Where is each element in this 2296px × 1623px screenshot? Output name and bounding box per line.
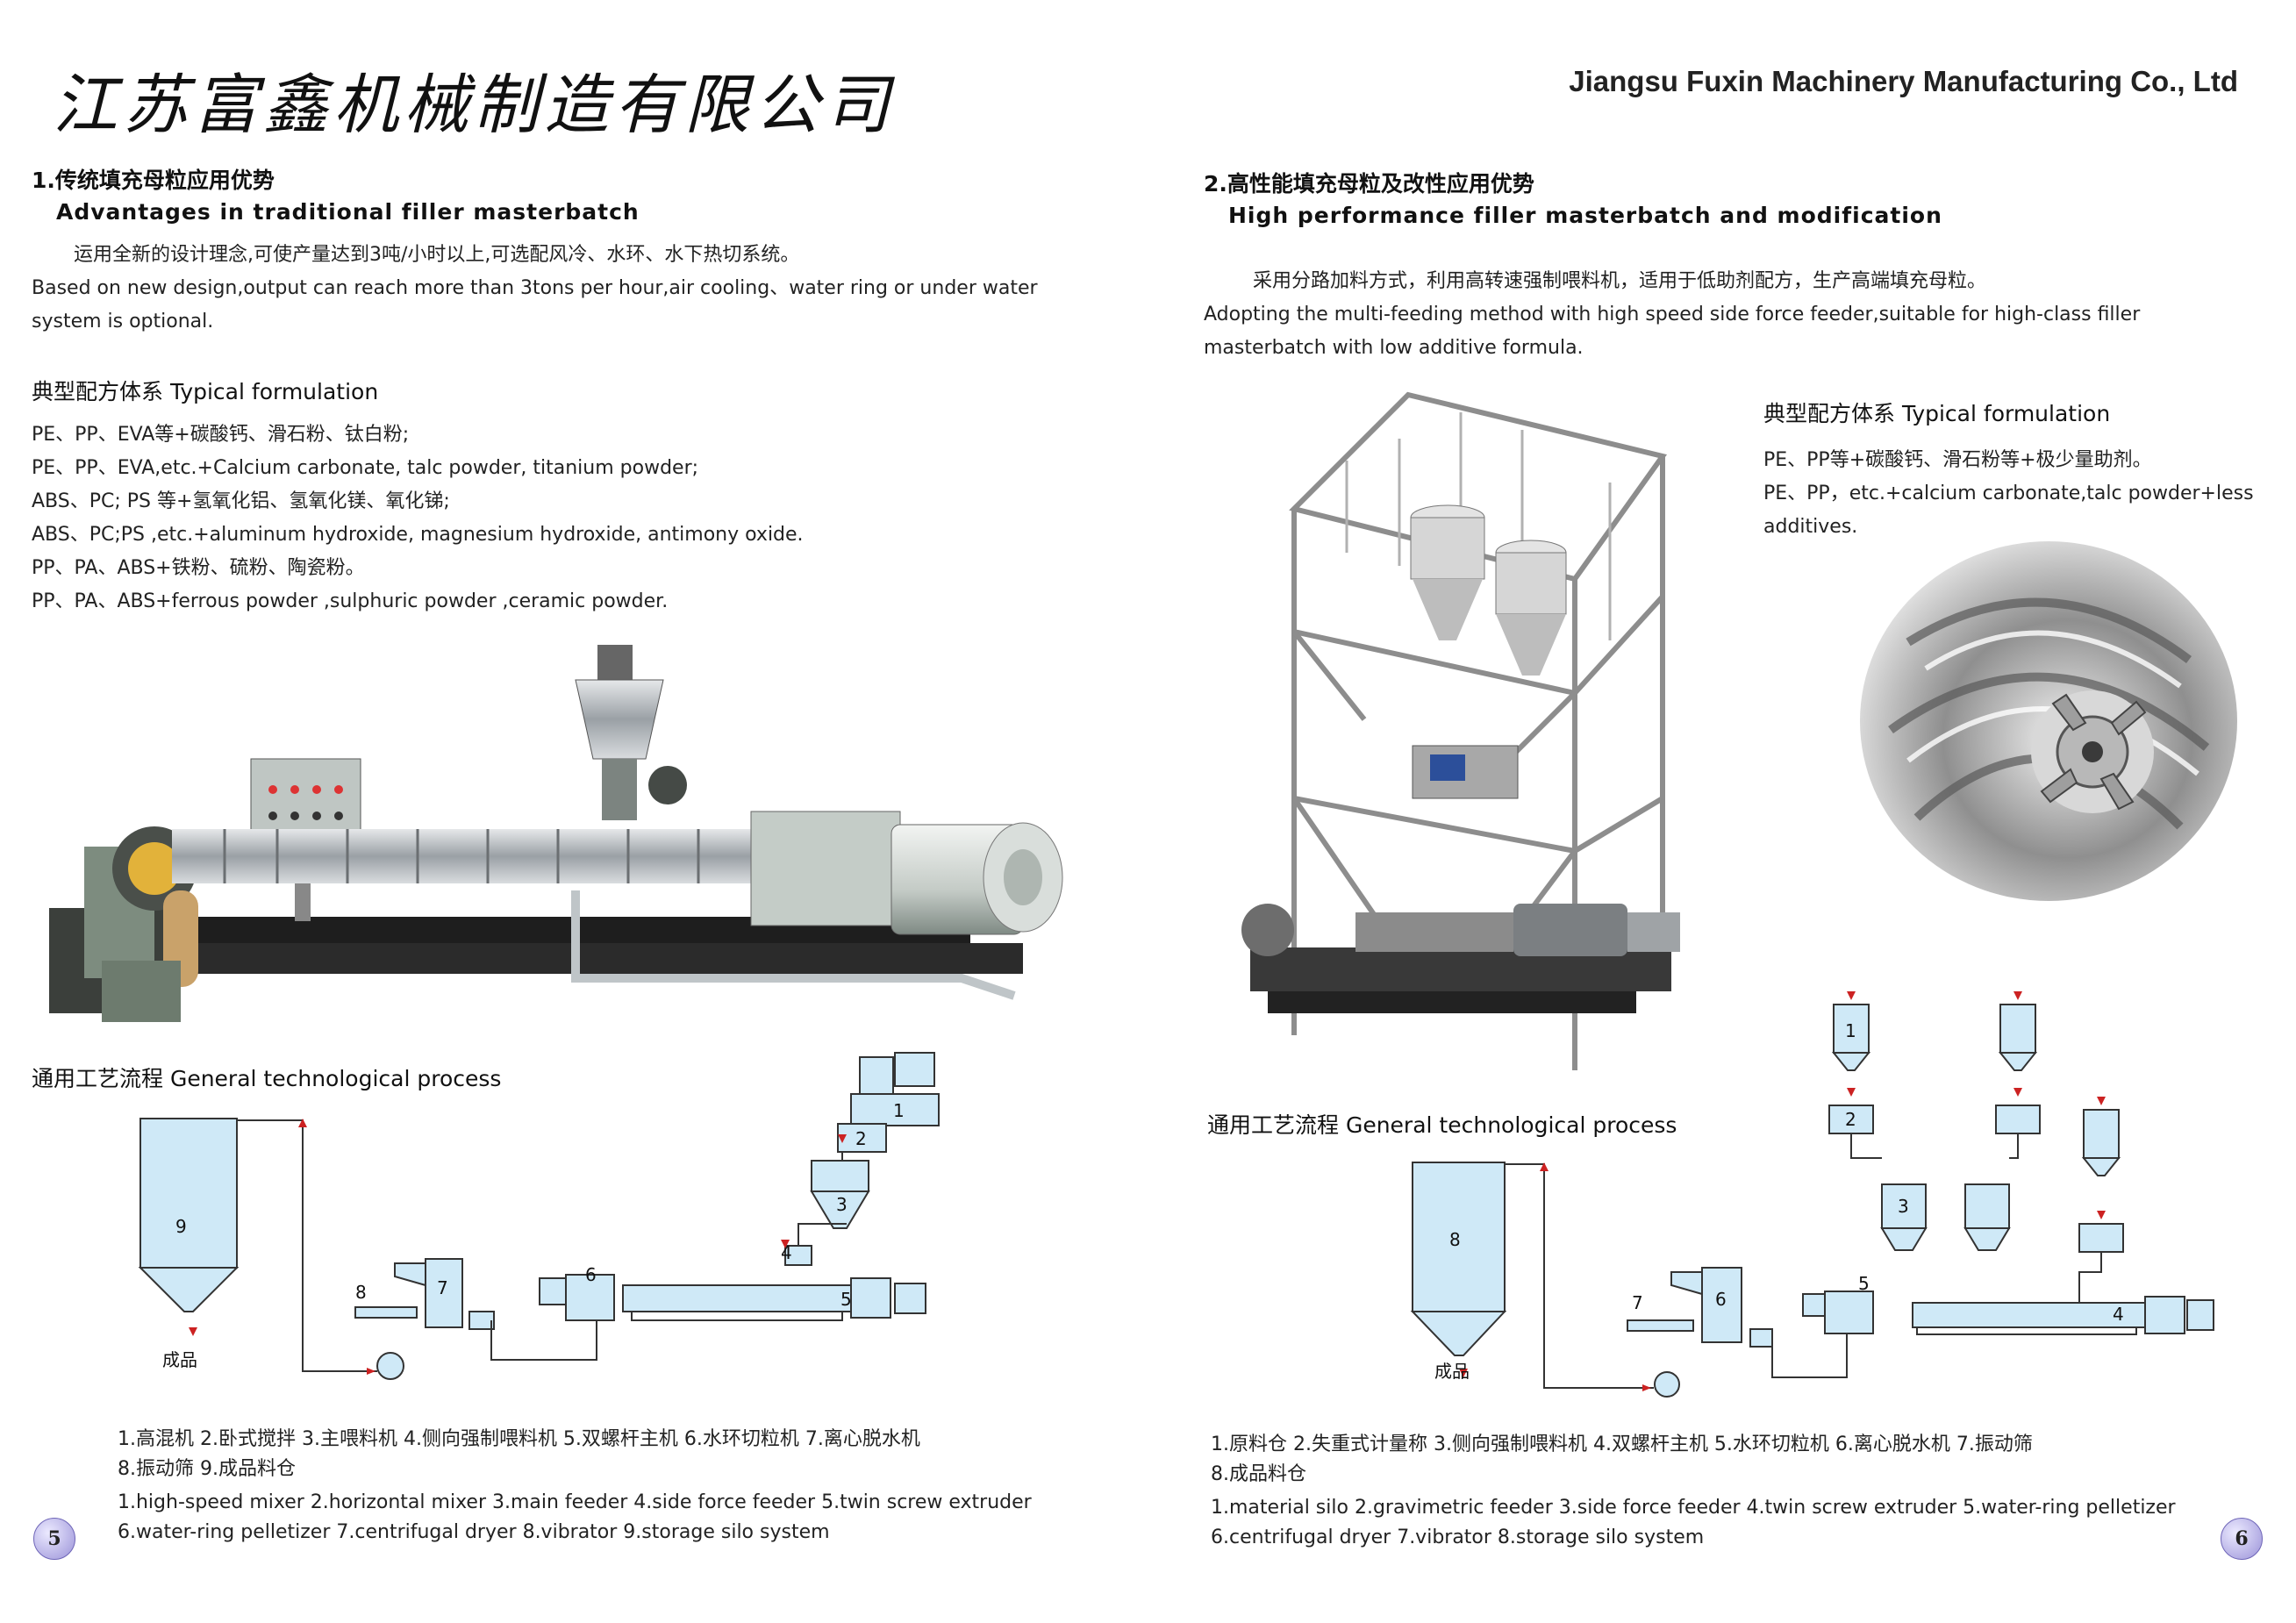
diagram-number: 8 [355,1282,367,1303]
diagram-number: 4 [2113,1304,2124,1325]
right-formulation-item: PE、PP，etc.+calcium carbonate,talc powder… [1763,483,2254,504]
left-formulation-item: PE、PP、EVA等+碳酸钙、滑石粉、钛白粉; [32,424,410,446]
left-description: 运用全新的设计理念,可使产量达到3吨/小时以上,可选配风冷、水环、水下热切系统。… [32,239,1111,339]
left-formulation-item: ABS、PC;PS ,etc.+aluminum hydroxide, magn… [32,524,804,546]
left-desc-en-2: system is optional. [32,311,214,332]
left-formulation-item: ABS、PC; PS 等+氢氧化铝、氢氧化镁、氧化锑; [32,490,450,512]
left-section-title: 1.传统填充母粒应用优势 Advantages in traditional f… [32,165,640,228]
right-process-diagram: 1 2 3 4 5 6 7 8 成品 [1410,991,2214,1398]
diagram-number: 2 [1845,1109,1856,1130]
page-number-right: 6 [2221,1518,2263,1560]
left-desc-cn: 运用全新的设计理念,可使产量达到3吨/小时以上,可选配风冷、水环、水下热切系统。 [74,244,800,266]
left-title-en: Advantages in traditional filler masterb… [56,199,640,225]
page-number-left: 5 [33,1518,75,1560]
left-process-diagram: 1 2 3 4 5 6 7 8 9 成品 [138,1052,940,1380]
right-formulation-item: PE、PP等+碳酸钙、滑石粉等+极少量助剂。 [1763,449,2152,471]
diagram-number: 3 [836,1194,848,1215]
diagram-number: 4 [781,1242,792,1263]
left-legend-cn-2: 8.振动筛 9.成品料仓 [118,1458,296,1480]
diagram-number: 2 [855,1128,867,1149]
diagram-number: 5 [1858,1273,1870,1294]
right-legend: 1.原料仓 2.失重式计量称 3.侧向强制喂料机 4.双螺杆主机 5.水环切粒机… [1211,1430,2176,1553]
diagram-number: 8 [1449,1229,1461,1250]
diagram-number: 7 [1632,1292,1643,1313]
diagram-number: 6 [585,1264,597,1285]
right-desc-en-1: Adopting the multi-feeding method with h… [1204,304,2141,325]
diagram-number: 1 [893,1100,905,1121]
diagram-number: 9 [175,1216,187,1237]
right-description: 采用分路加料方式，利用高转速强制喂料机，适用于低助剂配方，生产高端填充母粒。 A… [1204,265,2257,365]
diagram-number: 3 [1898,1196,1909,1217]
left-process-title: 通用工艺流程 General technological process [32,1066,502,1091]
product-label: 成品 [162,1349,197,1370]
right-section-title: 2.高性能填充母粒及改性应用优势 High performance filler… [1204,168,1942,232]
left-legend: 1.高混机 2.卧式搅拌 3.主喂料机 4.侧向强制喂料机 5.双螺杆主机 6.… [118,1425,1032,1548]
right-formulation-title: 典型配方体系 Typical formulation [1763,401,2111,426]
screw-barrel-closeup-photo [1860,541,2237,901]
left-legend-en-1: 1.high-speed mixer 2.horizontal mixer 3.… [118,1491,1032,1513]
right-legend-en-2: 6.centrifugal dryer 7.vibrator 8.storage… [1211,1526,1705,1548]
diagram-number: 1 [1845,1020,1856,1041]
right-formulation-list: PE、PP等+碳酸钙、滑石粉等+极少量助剂。 PE、PP，etc.+calciu… [1763,444,2255,544]
right-title-en: High performance filler masterbatch and … [1228,203,1942,228]
product-label: 成品 [1434,1361,1470,1382]
multi-feeding-tower-photo [1241,391,1680,1070]
diagram-number: 5 [840,1289,852,1310]
left-formulation-list: PE、PP、EVA等+碳酸钙、滑石粉、钛白粉; PE、PP、EVA,etc.+C… [32,418,1111,618]
right-legend-cn-2: 8.成品料仓 [1211,1463,1306,1485]
left-formulation-item: PE、PP、EVA,etc.+Calcium carbonate, talc p… [32,457,699,479]
twin-screw-extruder-photo [49,645,1063,1022]
right-process-title: 通用工艺流程 General technological process [1207,1112,1677,1138]
left-legend-en-2: 6.water-ring pelletizer 7.centrifugal dr… [118,1521,830,1543]
right-legend-cn-1: 1.原料仓 2.失重式计量称 3.侧向强制喂料机 4.双螺杆主机 5.水环切粒机… [1211,1434,2033,1455]
right-title-cn: 2.高性能填充母粒及改性应用优势 [1204,171,1534,197]
left-desc-en-1: Based on new design,output can reach mor… [32,277,1038,299]
right-legend-en-1: 1.material silo 2.gravimetric feeder 3.s… [1211,1497,2176,1519]
diagram-number: 6 [1715,1289,1727,1310]
left-formulation-title: 典型配方体系 Typical formulation [32,379,379,404]
left-legend-cn-1: 1.高混机 2.卧式搅拌 3.主喂料机 4.侧向强制喂料机 5.双螺杆主机 6.… [118,1428,920,1450]
left-formulation-item: PP、PA、ABS+铁粉、硫粉、陶瓷粉。 [32,557,365,579]
left-title-cn: 1.传统填充母粒应用优势 [32,168,275,193]
right-formulation-item: additives. [1763,516,1858,538]
company-name-cn: 江苏富鑫机械制造有限公司 [53,68,895,143]
company-name-en: Jiangsu Fuxin Machinery Manufacturing Co… [1569,65,2238,97]
right-desc-en-2: masterbatch with low additive formula. [1204,337,1584,359]
left-formulation-item: PP、PA、ABS+ferrous powder ,sulphuric powd… [32,590,669,612]
right-desc-cn: 采用分路加料方式，利用高转速强制喂料机，适用于低助剂配方，生产高端填充母粒。 [1253,270,1987,292]
diagram-number: 7 [437,1277,448,1298]
